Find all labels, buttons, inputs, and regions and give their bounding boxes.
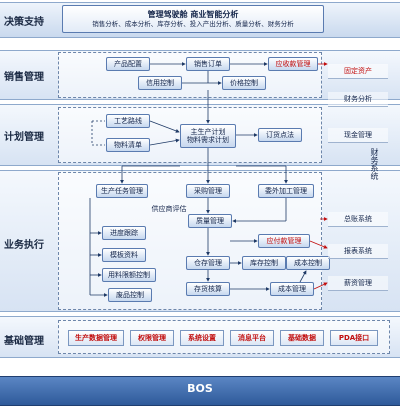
right-finance-system-vertical: 财务系统 [370, 148, 379, 180]
node-payable[interactable]: 应付款管理 [258, 234, 310, 248]
node-supplier-eval[interactable]: 供应商评估 [151, 204, 187, 213]
node-stock-ctrl[interactable]: 存货核算 [186, 282, 230, 296]
right-report[interactable]: 报表系统 [328, 244, 388, 259]
node-cost-ctrl[interactable]: 成本控制 [286, 256, 330, 270]
base-item-5[interactable]: PDA接口 [330, 330, 378, 346]
node-credit[interactable]: 信用控制 [138, 76, 182, 90]
base-item-2[interactable]: 系统设置 [180, 330, 224, 346]
node-kanban[interactable]: 模板资料 [102, 248, 146, 262]
mrp-label: 物料需求计划 [187, 136, 229, 144]
node-order-release[interactable]: 订货点法 [258, 128, 302, 142]
node-material[interactable]: 用料限额控制 [102, 268, 156, 282]
base-item-4[interactable]: 基础数据 [280, 330, 324, 346]
node-storage-ctrl[interactable]: 库存控制 [242, 256, 286, 270]
row-label-decision: 决策支持 [4, 17, 44, 28]
right-finance-analysis[interactable]: 财务分析 [328, 92, 388, 107]
node-purchase[interactable]: 采购管理 [186, 184, 230, 198]
node-mps-mrp[interactable]: 主生产计划 物料需求计划 [180, 124, 236, 148]
node-cost[interactable]: 成本管理 [270, 282, 314, 296]
node-inventory[interactable]: 仓存管理 [186, 256, 230, 270]
node-price[interactable]: 价格控制 [222, 76, 266, 90]
base-item-3[interactable]: 消息平台 [230, 330, 274, 346]
right-salary[interactable]: 薪资管理 [328, 276, 388, 291]
row-label-sales: 销售管理 [4, 72, 44, 83]
bos-label: BOS [187, 382, 213, 395]
base-item-0[interactable]: 生产数据管理 [68, 330, 124, 346]
node-waste[interactable]: 废品控制 [108, 288, 152, 302]
row-label-plan: 计划管理 [4, 132, 44, 143]
node-product-config[interactable]: 产品配置 [106, 57, 150, 71]
base-item-1[interactable]: 权限管理 [130, 330, 174, 346]
node-production-task[interactable]: 生产任务管理 [96, 184, 148, 198]
node-quality[interactable]: 质量管理 [188, 214, 232, 228]
node-receivable[interactable]: 应收款管理 [268, 57, 318, 71]
row-label-exec: 业务执行 [4, 240, 44, 251]
right-gl[interactable]: 总账系统 [328, 212, 388, 227]
node-outsourcing[interactable]: 委外加工管理 [258, 184, 314, 198]
decision-box[interactable]: 管理驾驶舱 商业智能分析 销售分析、成本分析、库存分析、投入产出分析、质量分析、… [62, 5, 324, 33]
row-label-base: 基础管理 [4, 336, 44, 347]
right-asset[interactable]: 固定资产 [328, 64, 388, 79]
node-bom[interactable]: 物料清单 [106, 138, 150, 152]
decision-line2: 销售分析、成本分析、库存分析、投入产出分析、质量分析、财务分析 [92, 19, 294, 28]
bos-band [0, 376, 400, 406]
node-process-route[interactable]: 工艺路线 [106, 114, 150, 128]
decision-line1: 管理驾驶舱 商业智能分析 [147, 9, 239, 19]
node-progress[interactable]: 进度跟踪 [102, 226, 146, 240]
node-sales-order[interactable]: 销售订单 [186, 57, 230, 71]
right-cash[interactable]: 现金管理 [328, 128, 388, 143]
mps-label: 主生产计划 [190, 127, 226, 136]
